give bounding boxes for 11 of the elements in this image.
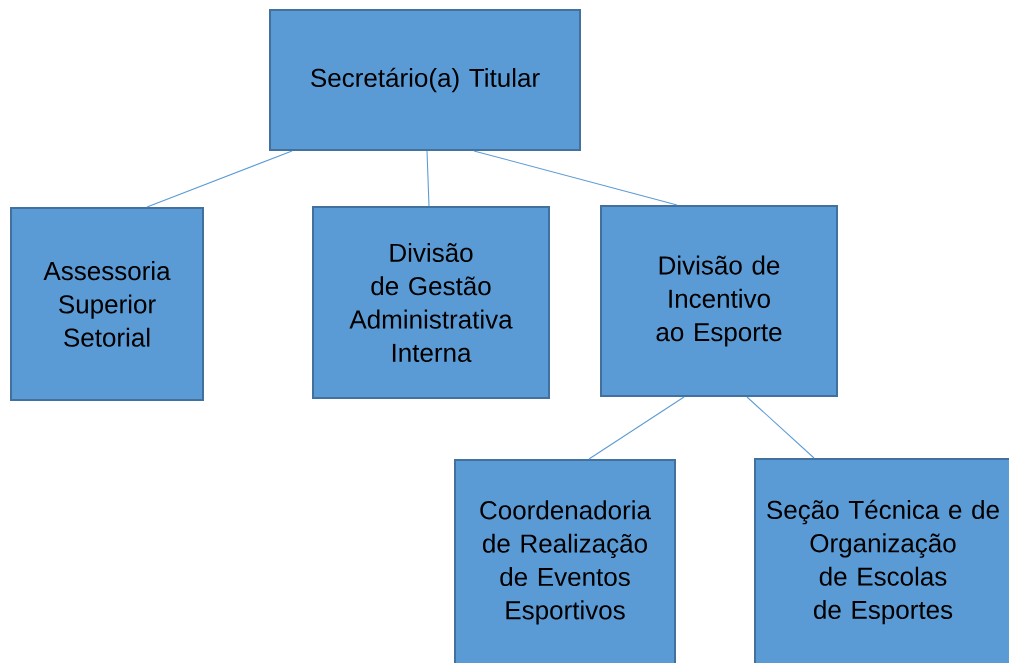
connector-line <box>426 150 430 207</box>
org-box: Coordenadoria de Realização de Eventos Esportivos <box>454 459 676 663</box>
connector-line <box>146 150 293 208</box>
connector-line <box>746 396 815 459</box>
org-box: Divisão de Incentivo ao Esporte <box>600 205 838 397</box>
org-box: Assessoria Superior Setorial <box>10 207 204 401</box>
org-box: Seção Técnica e de Organização de Escolas de Esportes <box>754 458 1009 663</box>
connector-line <box>588 396 685 460</box>
org-box: Divisão de Gestão Administrativa Interna <box>312 206 550 399</box>
org-box: Secretário(a) Titular <box>269 9 581 151</box>
connector-line <box>473 150 678 206</box>
